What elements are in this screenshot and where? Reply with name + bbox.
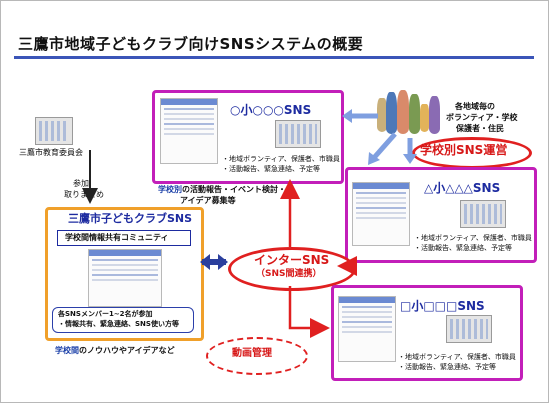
inter-sns-sub: （SNS間連携） xyxy=(256,269,322,279)
school-sns-note-3b: ・活動報告、緊急連絡、予定等 xyxy=(398,363,496,371)
school-sns-note-1b: ・活動報告、緊急連絡、予定等 xyxy=(222,165,320,173)
school-activity-line2: アイデア募集等 xyxy=(180,196,236,205)
video-management-label: 動画管理 xyxy=(232,348,272,359)
school-operation-label: 学校別SNS運営 xyxy=(420,143,508,157)
school-building-icon-2 xyxy=(460,200,506,228)
video-management-oval xyxy=(206,337,308,375)
board-label: 三鷹市教育委員会 xyxy=(19,148,83,157)
sns-screenshot-1 xyxy=(160,98,218,164)
sns-screenshot-3 xyxy=(338,296,396,362)
school-activity-label: 学校別の活動報告・イベント検討・ xyxy=(158,184,286,195)
inter-sns-main: インターSNS xyxy=(254,253,330,267)
school-sns-note-1a: ・地域ボランティア、保護者、市職員 xyxy=(222,155,340,163)
community-line1: 各地域毎の xyxy=(455,102,495,111)
school-operation-oval xyxy=(412,137,532,169)
club-sub-label: 学校間情報共有コミュニティ xyxy=(65,233,169,242)
board-building-icon xyxy=(35,117,73,145)
school-sns-note-2b: ・活動報告、緊急連絡、予定等 xyxy=(414,244,512,252)
community-line2: ボランティア・学校 xyxy=(446,113,518,122)
community-people-icon xyxy=(377,90,443,136)
school-building-icon-3 xyxy=(446,315,492,343)
school-sns-note-3a: ・地域ボランティア、保護者、市職員 xyxy=(398,353,516,361)
school-activity-line1: の活動報告・イベント検討・ xyxy=(182,185,286,194)
inter-to-panel3-arrow xyxy=(288,286,330,338)
between-schools-label: 学校間のノウハウやアイデアなど xyxy=(55,345,175,356)
club-sub-box xyxy=(57,230,191,246)
club-note-2: ・情報共有、緊急連絡、SNS使い方等 xyxy=(58,320,179,328)
sns-screenshot-2 xyxy=(352,182,410,246)
school-sns-name-1: ○小○○○SNS xyxy=(230,103,312,117)
school-sns-name-3: □小□□□SNS xyxy=(400,299,485,313)
school-activity-prefix: 学校別 xyxy=(158,185,182,194)
between-rest: のノウハウやアイデアなど xyxy=(79,346,175,355)
collect-label-1: 参加 xyxy=(73,179,89,188)
club-screenshot xyxy=(88,249,162,307)
community-diag-arrow xyxy=(370,132,397,162)
title-rule xyxy=(14,56,534,59)
page-title: 三鷹市地域子どもクラブ向けSNSシステムの概要 xyxy=(18,35,364,53)
community-line3: 保護者・住民 xyxy=(456,124,504,133)
school-building-icon-1 xyxy=(275,120,321,148)
school-sns-note-2a: ・地域ボランティア、保護者、市職員 xyxy=(414,234,532,242)
between-prefix: 学校間 xyxy=(55,346,79,355)
club-sns-title: 三鷹市子どもクラブSNS xyxy=(68,212,193,225)
club-note-1: 各SNSメンバー1~2名が参加 xyxy=(58,310,153,318)
club-note-box xyxy=(52,307,194,333)
school-sns-name-2: △小△△△SNS xyxy=(424,181,501,195)
